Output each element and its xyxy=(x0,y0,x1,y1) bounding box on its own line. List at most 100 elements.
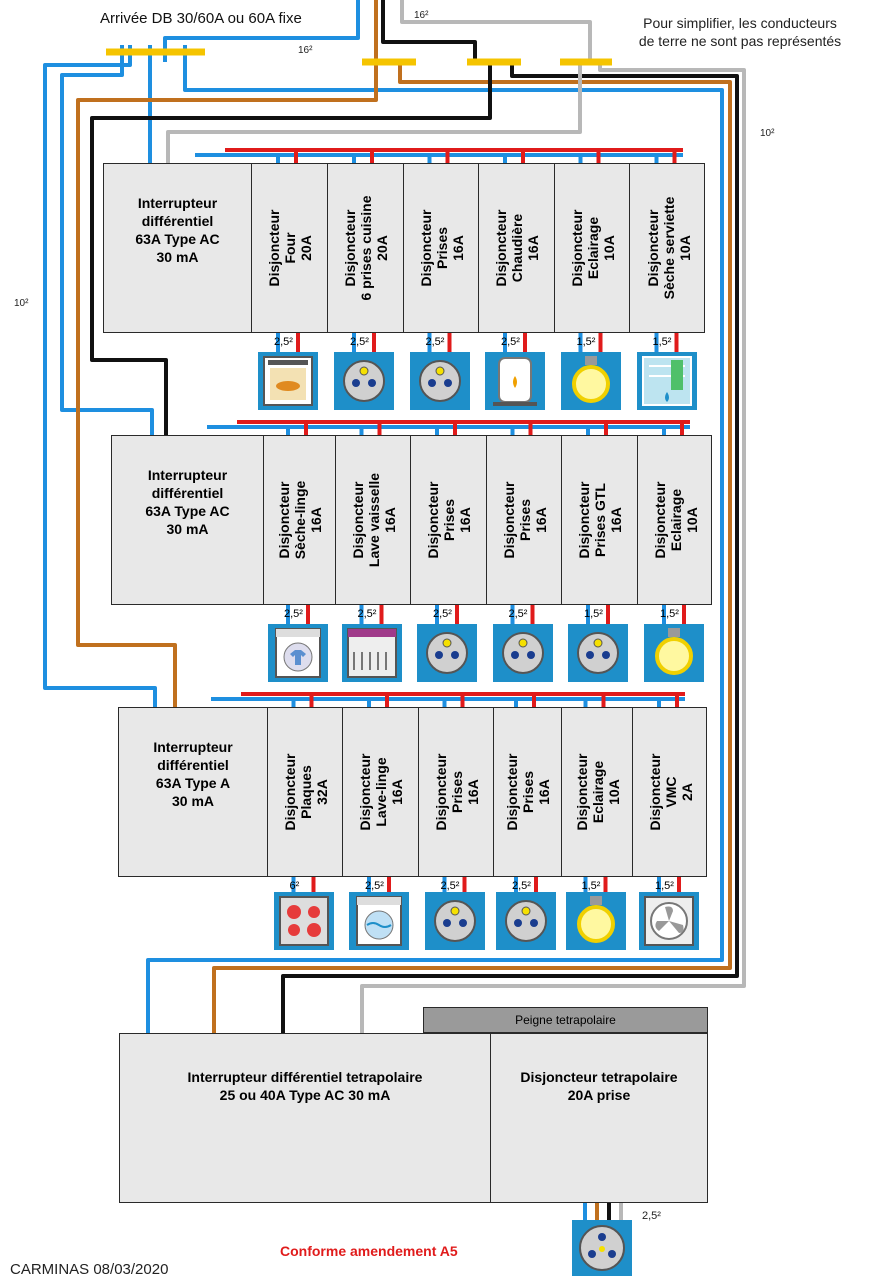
boiler-icon xyxy=(485,352,545,410)
breaker: Disjoncteur Sèche-linge 16A xyxy=(263,436,336,604)
compliance-note: Conforme amendement A5 xyxy=(280,1243,458,1259)
note-line-1: Pour simplifier, les conducteurs xyxy=(643,15,837,31)
diff-line: 63A Type A xyxy=(155,775,231,791)
breaker-label: Disjoncteur Lave vaisselle 16A xyxy=(349,472,398,568)
wire-section-label: 1,5² xyxy=(660,608,679,620)
breaker: Disjoncteur Prises 16A xyxy=(418,708,494,876)
breaker-label: Disjoncteur Prises 16A xyxy=(425,481,473,559)
breaker-label: Disjoncteur Sèche-linge 16A xyxy=(276,480,324,560)
breaker-label: Disjoncteur Prises 16A xyxy=(504,753,552,831)
brown-feed-row3 xyxy=(76,62,378,708)
wire-section-label: 1,5² xyxy=(576,336,596,348)
breaker-label: Disjoncteur Chaudière 16A xyxy=(493,209,541,287)
tetra-diff-line-2: 25 ou 40A Type AC 30 mA xyxy=(219,1087,391,1103)
socket-icon xyxy=(496,892,556,950)
wire-section-label: 1,5² xyxy=(652,336,672,348)
breaker-label: Disjoncteur Eclairage 10A xyxy=(568,209,617,287)
incoming-black-wire xyxy=(381,0,477,62)
wire-section-label: 6² xyxy=(289,880,300,892)
breaker-label: Disjoncteur VMC 2A xyxy=(647,753,695,831)
wire-section-label: 2,5² xyxy=(512,880,531,892)
diff-line: Interrupteur xyxy=(153,739,233,755)
socket-icon xyxy=(492,624,553,682)
breaker: Disjoncteur Sèche serviette 10A xyxy=(629,164,707,332)
diff-line: différentiel xyxy=(157,757,229,773)
breaker-label: Disjoncteur Prises 16A xyxy=(500,481,549,559)
neutral-feed-row2 xyxy=(60,45,154,436)
wire-section-label: 2,5² xyxy=(425,336,445,348)
socket-icon xyxy=(568,624,628,682)
brown-main xyxy=(212,62,732,1034)
socket-icon xyxy=(417,624,477,682)
black-main xyxy=(281,62,739,1034)
breaker: Disjoncteur Lave vaisselle 16A xyxy=(335,436,411,604)
wire-section-label: 2,5² xyxy=(357,608,377,620)
wire-section-label: 2,5² xyxy=(433,608,452,620)
section-16-mid: 16² xyxy=(298,45,313,56)
breaker: Disjoncteur Eclairage 10A xyxy=(637,436,714,604)
wire-section-label: 2,5² xyxy=(508,608,528,620)
breaker: Disjoncteur Prises 16A xyxy=(493,708,562,876)
grey-main xyxy=(360,62,746,1034)
diff-line: 30 mA xyxy=(166,521,209,537)
comb-label: Peigne tetrapolaire xyxy=(515,1013,616,1027)
breaker: Disjoncteur Four 20A xyxy=(251,164,328,332)
section-10-left: 10² xyxy=(14,298,29,309)
diff-line: différentiel xyxy=(141,213,214,229)
breaker: Disjoncteur Lave-linge 16A xyxy=(342,708,419,876)
breaker: Disjoncteur Prises 16A xyxy=(486,436,562,604)
section-10-right: 10² xyxy=(760,128,775,139)
wire-section-label: 1,5² xyxy=(581,880,601,892)
washer-icon xyxy=(349,892,409,950)
breaker: Disjoncteur Eclairage 10A xyxy=(554,164,630,332)
neutral-feed-row3 xyxy=(43,45,157,708)
author-stamp: CARMINAS 08/03/2020 xyxy=(10,1261,169,1278)
comb-bar: Peigne tetrapolaire xyxy=(423,1007,708,1033)
oven-icon xyxy=(258,352,318,410)
wire-section-label: 1,5² xyxy=(584,608,603,620)
breaker: Disjoncteur Eclairage 10A xyxy=(561,708,633,876)
black-feed-row2 xyxy=(90,62,492,436)
wire-section-label: 2,5² xyxy=(284,608,303,620)
wire-section-label: 2,5² xyxy=(365,880,384,892)
tetra-brk-line-2: 20A prise xyxy=(567,1087,631,1103)
bulb-icon xyxy=(560,352,621,410)
breaker-label: Disjoncteur Prises GTL 16A xyxy=(576,481,624,559)
socket-icon xyxy=(424,892,485,950)
bulb-icon xyxy=(565,892,626,950)
socket-icon xyxy=(409,352,470,410)
fan-icon xyxy=(639,892,699,950)
diff-line: Interrupteur xyxy=(147,467,228,483)
tetra-brk-line-1: Disjoncteur tetrapolaire xyxy=(520,1069,678,1085)
three-phase-socket-icon xyxy=(572,1220,632,1276)
diff-line: Interrupteur xyxy=(137,195,218,211)
diff-line: 63A Type AC xyxy=(135,231,220,247)
breaker-label: Disjoncteur Eclairage 10A xyxy=(573,753,622,831)
neutral-main xyxy=(146,45,724,1034)
wire-section-label: 2,5² xyxy=(274,336,293,348)
breaker-label: Disjoncteur Prises 16A xyxy=(417,209,466,287)
breaker: Disjoncteur Plaques 32A xyxy=(267,708,343,876)
breaker: Disjoncteur Chaudière 16A xyxy=(478,164,555,332)
breaker-label: Disjoncteur Sèche serviette 10A xyxy=(644,196,693,300)
breaker: Disjoncteur Prises 16A xyxy=(410,436,487,604)
diff-line: 63A Type AC xyxy=(145,503,230,519)
breaker-label: Disjoncteur Four 20A xyxy=(266,209,314,287)
breaker: Disjoncteur VMC 2A xyxy=(632,708,709,876)
breaker-label: Disjoncteur Lave-linge 16A xyxy=(357,753,405,831)
incoming-grey-wire xyxy=(400,0,592,62)
note-line-2: de terre ne sont pas représentés xyxy=(638,33,842,49)
breaker: Disjoncteur 6 prises cuisine 20A xyxy=(327,164,404,332)
wire-section-label: 2,5² xyxy=(440,880,460,892)
breaker-label: Disjoncteur Eclairage 10A xyxy=(652,481,700,559)
wire-section-label: 1,5² xyxy=(655,880,674,892)
grey-feed-row1 xyxy=(166,62,582,165)
tetra-section: 2,5² xyxy=(642,1210,661,1222)
bulb-icon xyxy=(644,624,704,682)
